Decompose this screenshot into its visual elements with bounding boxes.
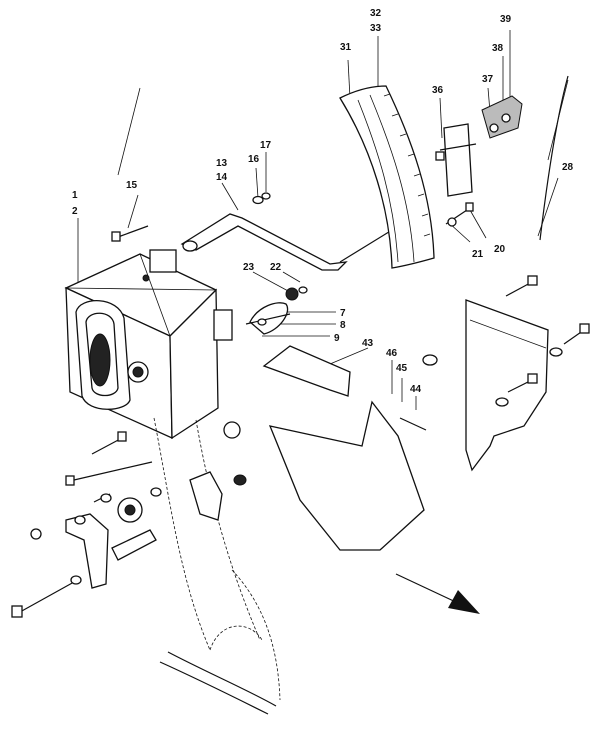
left-hardware: [11, 431, 157, 618]
direction-arrow: [395, 573, 480, 614]
bolt-20-21: [445, 202, 474, 227]
callout-7: 7: [340, 308, 346, 319]
callout-8: 8: [340, 320, 346, 331]
callout-14: 14: [216, 172, 228, 183]
bolt-15: [111, 225, 177, 273]
knob-22-23: [285, 286, 308, 301]
callout-37: 37: [482, 74, 494, 85]
callout-38: 38: [492, 43, 504, 54]
chain-drive: [117, 417, 281, 701]
callout-2: 2: [72, 206, 78, 217]
callout-43: 43: [362, 338, 374, 349]
right-guard: [422, 275, 590, 472]
callout-45: 45: [396, 363, 408, 374]
callout-15: 15: [126, 180, 138, 191]
callout-1: 1: [72, 190, 78, 201]
callout-31: 31: [340, 42, 352, 53]
gearbox-housing: [64, 253, 233, 440]
lower-frame: [159, 651, 277, 715]
callout-labels: 1 2 7 8 9 13 14 15 16 17 20 21 22 23 28 …: [72, 8, 574, 395]
leader-lines: [77, 30, 569, 410]
callout-13: 13: [216, 158, 228, 169]
callout-46: 46: [386, 348, 398, 359]
callout-20: 20: [494, 244, 506, 255]
plate-37-39: [481, 95, 523, 139]
scale-ticks: [383, 93, 431, 237]
callout-21: 21: [472, 249, 484, 260]
lever-arm: [180, 213, 393, 271]
cable-28: [539, 75, 569, 241]
callout-32: 32: [370, 8, 382, 19]
scale-quadrant: [339, 85, 435, 269]
chain-guard-43: [262, 345, 427, 551]
bracket-36: [435, 123, 477, 197]
callout-17: 17: [260, 140, 272, 151]
washer-16-17: [252, 192, 271, 205]
callout-23: 23: [243, 262, 255, 273]
callout-16: 16: [248, 154, 260, 165]
callout-28: 28: [562, 162, 574, 173]
callout-36: 36: [432, 85, 444, 96]
callout-39: 39: [500, 14, 512, 25]
bracket-7-9: [245, 302, 291, 335]
callout-22: 22: [270, 262, 282, 273]
callout-9: 9: [334, 333, 340, 344]
callout-44: 44: [410, 384, 422, 395]
callout-33: 33: [370, 23, 382, 34]
